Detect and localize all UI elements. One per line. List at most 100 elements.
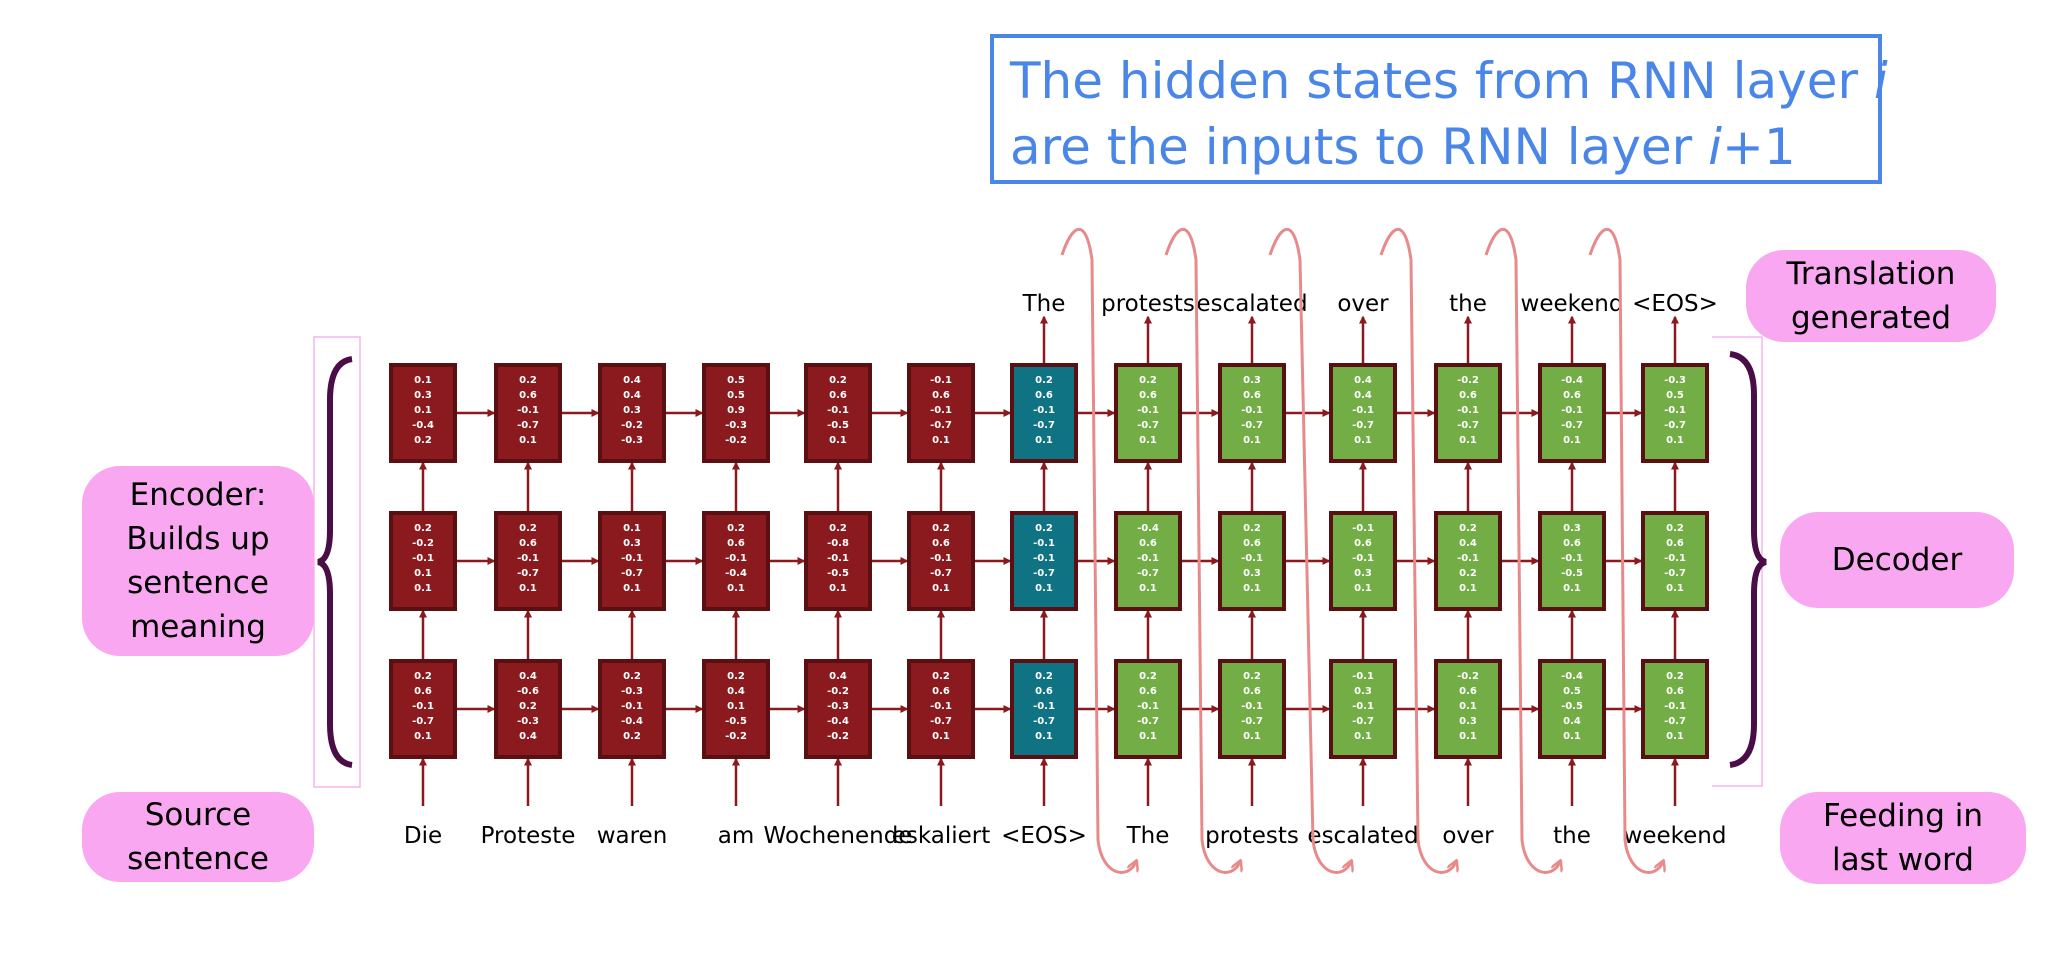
cell-box xyxy=(494,363,562,463)
cell-box xyxy=(1010,659,1078,759)
cell-value: -0.5 xyxy=(1561,701,1583,712)
cell-value: 0.6 xyxy=(1666,686,1684,697)
cell-box xyxy=(1114,363,1182,463)
rnn-cell-eos-top: 0.20.6-0.1-0.70.1 xyxy=(1010,363,1078,463)
cell-box xyxy=(1329,659,1397,759)
cell-value: 0.3 xyxy=(1459,716,1477,727)
rnn-cell-encoder-mid: 0.2-0.8-0.1-0.50.1 xyxy=(804,511,872,611)
cell-value: 0.6 xyxy=(1459,390,1477,401)
rnn-cell-encoder-mid: 0.20.6-0.1-0.70.1 xyxy=(907,511,975,611)
cell-box xyxy=(1538,659,1606,759)
cell-box xyxy=(1218,363,1286,463)
cell-value: 0.1 xyxy=(1354,731,1372,742)
cell-value: -0.1 xyxy=(725,553,747,564)
braces xyxy=(317,351,1767,768)
rnn-cell-encoder-mid: 0.2-0.2-0.10.10.1 xyxy=(389,511,457,611)
cell-value: 0.1 xyxy=(1139,731,1157,742)
rnn-cell-decoder-bot: 0.20.6-0.1-0.70.1 xyxy=(1114,659,1182,759)
cell-value: -0.7 xyxy=(1664,568,1686,579)
cell-value: -0.1 xyxy=(1352,671,1374,682)
cell-value: 0.3 xyxy=(1243,568,1261,579)
right-brace xyxy=(1729,351,1767,768)
cell-value: -0.7 xyxy=(412,716,434,727)
cell-value: 0.2 xyxy=(623,671,641,682)
cell-value: 0.6 xyxy=(1666,538,1684,549)
callout-line-1: The hidden states from RNN layer i xyxy=(1010,52,1888,110)
cell-value: 0.1 xyxy=(1459,701,1477,712)
cell-box xyxy=(1538,363,1606,463)
cell-value: 0.6 xyxy=(1243,538,1261,549)
cell-value: -0.2 xyxy=(725,731,747,742)
cell-value: -0.3 xyxy=(517,716,539,727)
cell-value: -0.2 xyxy=(1457,671,1479,682)
cell-value: 0.1 xyxy=(1666,583,1684,594)
cell-value: -0.6 xyxy=(517,686,539,697)
cell-value: 0.3 xyxy=(623,538,641,549)
cell-value: 0.3 xyxy=(1354,686,1372,697)
rnn-cell-decoder-bot: -0.20.60.10.30.1 xyxy=(1434,659,1502,759)
rnn-cell-encoder-bot: 0.20.6-0.1-0.70.1 xyxy=(907,659,975,759)
cell-value: 0.2 xyxy=(1035,523,1053,534)
cell-value: 0.2 xyxy=(1666,523,1684,534)
cell-value: 0.6 xyxy=(414,686,432,697)
rnn-cells: 0.10.30.1-0.40.20.2-0.2-0.10.10.10.20.6-… xyxy=(389,363,1709,759)
cell-value: 0.2 xyxy=(1035,671,1053,682)
cell-value: 0.1 xyxy=(1139,435,1157,446)
cell-value: -0.1 xyxy=(930,701,952,712)
cell-value: -0.7 xyxy=(930,568,952,579)
cell-value: 0.6 xyxy=(727,538,745,549)
cell-value: -0.7 xyxy=(1033,420,1055,431)
cell-value: -0.1 xyxy=(1352,523,1374,534)
cell-value: -0.7 xyxy=(517,568,539,579)
cell-value: 0.6 xyxy=(1035,390,1053,401)
cell-value: 0.6 xyxy=(1035,686,1053,697)
rnn-cell-decoder-top: 0.30.6-0.1-0.70.1 xyxy=(1218,363,1286,463)
cell-value: 0.4 xyxy=(519,671,537,682)
cell-box xyxy=(804,363,872,463)
cell-value: 0.2 xyxy=(414,671,432,682)
cell-value: 0.1 xyxy=(1354,435,1372,446)
source-word: over xyxy=(1442,823,1494,849)
cell-value: -0.7 xyxy=(1137,716,1159,727)
cell-value: 0.2 xyxy=(519,701,537,712)
cell-box xyxy=(1010,363,1078,463)
cell-value: 0.2 xyxy=(1139,671,1157,682)
cell-box xyxy=(907,363,975,463)
cell-value: 0.4 xyxy=(1354,375,1372,386)
cell-value: -0.2 xyxy=(827,686,849,697)
cell-value: 0.6 xyxy=(1139,686,1157,697)
cell-value: -0.4 xyxy=(1561,375,1583,386)
source-word: Wochenende xyxy=(764,823,913,849)
cell-value: 0.9 xyxy=(727,405,745,416)
rnn-cell-decoder-mid: -0.40.6-0.1-0.70.1 xyxy=(1114,511,1182,611)
cell-value: -0.1 xyxy=(827,405,849,416)
cell-value: 0.3 xyxy=(1243,375,1261,386)
cell-value: 0.2 xyxy=(727,523,745,534)
cell-box xyxy=(804,511,872,611)
cell-box xyxy=(1434,363,1502,463)
cell-value: -0.2 xyxy=(1457,375,1479,386)
output-word: The xyxy=(1022,291,1066,317)
cell-box xyxy=(804,659,872,759)
cell-value: 0.2 xyxy=(1035,375,1053,386)
cell-value: 0.1 xyxy=(727,583,745,594)
cell-value: -0.7 xyxy=(1352,420,1374,431)
cell-value: 0.2 xyxy=(932,671,950,682)
cell-value: -0.7 xyxy=(1033,568,1055,579)
cell-box xyxy=(702,511,770,611)
cell-box xyxy=(1538,511,1606,611)
cell-value: -0.3 xyxy=(621,686,643,697)
rnn-cell-encoder-top: 0.20.6-0.1-0.70.1 xyxy=(494,363,562,463)
rnn-cell-decoder-bot: -0.40.5-0.50.40.1 xyxy=(1538,659,1606,759)
cell-value: 0.1 xyxy=(1459,435,1477,446)
cell-box xyxy=(1434,659,1502,759)
cell-value: 0.1 xyxy=(414,583,432,594)
rnn-cell-encoder-bot: 0.20.6-0.1-0.70.1 xyxy=(389,659,457,759)
cell-value: 0.4 xyxy=(1563,716,1581,727)
cell-value: 0.2 xyxy=(519,375,537,386)
cell-value: 0.1 xyxy=(414,375,432,386)
cell-value: 0.2 xyxy=(1139,375,1157,386)
cell-box xyxy=(598,363,666,463)
cell-value: 0.4 xyxy=(829,671,847,682)
cell-box xyxy=(494,511,562,611)
